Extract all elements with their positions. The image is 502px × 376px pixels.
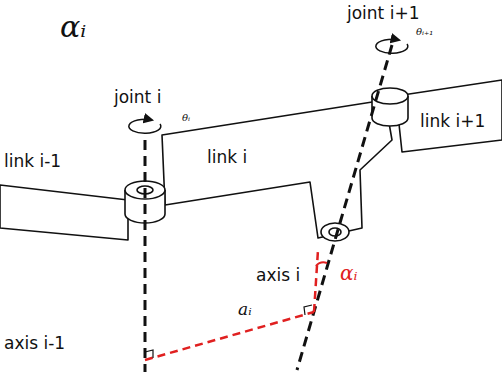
joint-label: joint i	[112, 88, 163, 107]
link-label: link i-1	[2, 152, 63, 171]
axis-label: axis i	[254, 266, 302, 285]
axis-label: axis i-1	[2, 334, 67, 353]
angle-symbol: θᵢ	[180, 112, 192, 123]
right-angle-mark	[145, 350, 153, 358]
link-body	[162, 100, 392, 238]
right-angle-mark	[304, 305, 312, 315]
link-label: link i+1	[418, 112, 487, 131]
length-symbol: aᵢ	[236, 300, 254, 319]
joint-label: joint i+1	[345, 4, 421, 23]
angle-symbol: αᵢ	[338, 262, 360, 284]
joint-axis	[144, 140, 147, 372]
parameter-symbol: αᵢ	[58, 10, 88, 43]
angle-arc	[316, 262, 327, 266]
common-normal	[145, 312, 314, 360]
link-body	[396, 80, 502, 152]
rotation-arrow	[129, 119, 161, 133]
joint-axis	[297, 45, 392, 370]
rotation-arrow	[376, 39, 408, 53]
angle-symbol: θᵢ₊₁	[414, 26, 435, 37]
parallel-axis	[314, 250, 318, 312]
link-body	[0, 185, 128, 240]
link-label: link i	[205, 148, 249, 167]
